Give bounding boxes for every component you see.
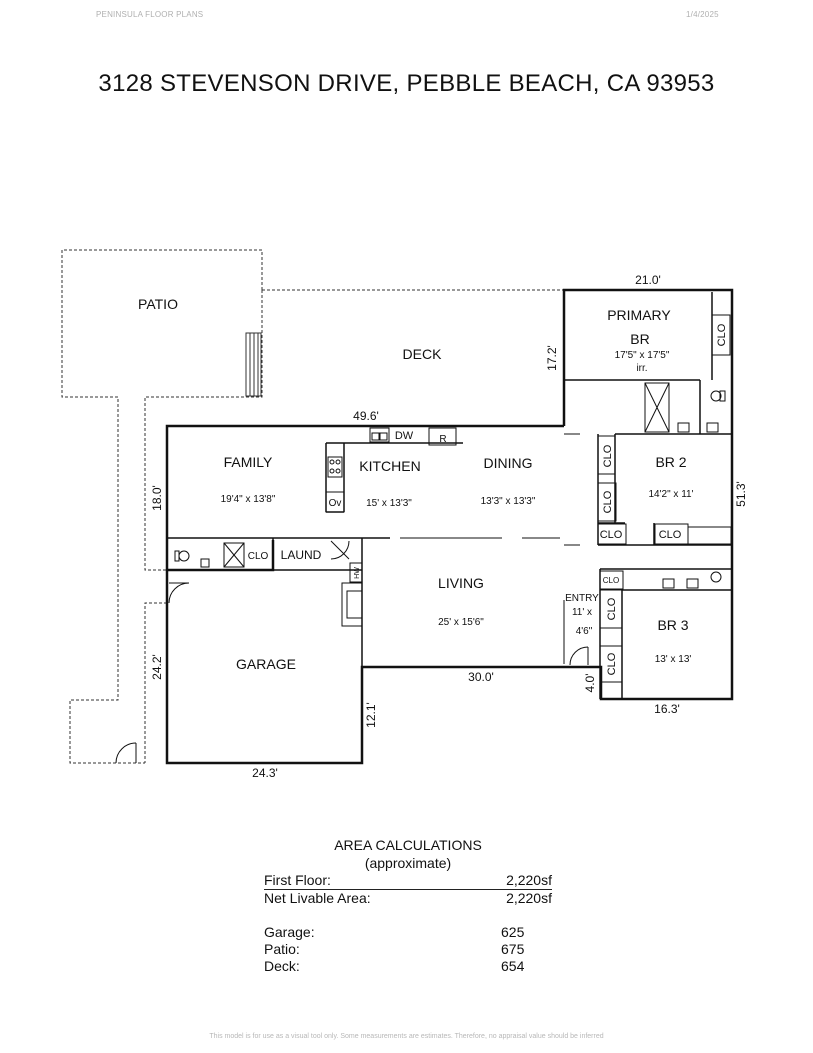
patio-outline	[61, 249, 263, 764]
area-value: 2,220sf	[506, 890, 552, 906]
closet-laundry: CLO	[248, 551, 269, 562]
room-laund: LAUND	[281, 548, 322, 562]
sink	[662, 578, 675, 589]
openings	[400, 433, 580, 664]
fireplace	[341, 582, 363, 627]
bathtub	[687, 526, 732, 545]
patio-inner-outline	[144, 290, 263, 571]
closet-boxes	[597, 314, 731, 683]
refrigerator	[428, 427, 457, 446]
patio-steps	[245, 332, 262, 397]
area-value: 654	[501, 958, 525, 974]
sink	[200, 558, 210, 568]
door-swings	[115, 540, 589, 764]
sink	[706, 422, 719, 433]
room-patio: PATIO	[138, 296, 178, 312]
area-value: 675	[501, 941, 525, 957]
room-primary: PRIMARY	[607, 307, 671, 323]
closet-br3-b: CLO	[606, 597, 618, 620]
room-primary-dim: 17'5" x 17'5"	[615, 350, 670, 361]
property-address-title: 3128 STEVENSON DRIVE, PEBBLE BEACH, CA 9…	[98, 70, 715, 97]
dim-24-3: 24.3'	[252, 766, 278, 780]
area-label: Garage:	[264, 924, 315, 940]
area-label: Net Livable Area:	[264, 890, 371, 906]
disclaimer: This model is for use as a visual tool o…	[209, 1033, 604, 1040]
room-dining: DINING	[484, 455, 533, 471]
room-br3-dim: 13' x 13'	[655, 654, 692, 665]
room-deck: DECK	[403, 346, 443, 362]
area-row-garage: Garage: 625	[264, 924, 552, 941]
room-br3: BR 3	[657, 617, 688, 633]
toilet	[178, 550, 190, 562]
closet-br2-a: CLO	[602, 444, 614, 467]
company-name: PENINSULA FLOOR PLANS	[96, 10, 204, 19]
closet-bath: CLO	[659, 529, 682, 541]
dim-30-0: 30.0'	[468, 670, 494, 684]
room-family-dim: 19'4" x 13'8"	[221, 494, 276, 505]
water-heater	[349, 562, 363, 583]
fixture-labels: DW R Ov HW CLO CLO CLO CLO CLO CLO CLO C…	[248, 323, 728, 675]
area-row-patio: Patio: 675	[264, 941, 552, 958]
room-garage: GARAGE	[236, 656, 296, 672]
room-primary-irr: irr.	[636, 363, 647, 374]
outdoor-outlines	[61, 249, 564, 764]
area-label: First Floor:	[264, 872, 331, 888]
sink	[686, 578, 699, 589]
room-br2-dim: 14'2" x 11'	[649, 489, 694, 500]
closet-primary: CLO	[716, 323, 728, 346]
label-dw: DW	[395, 430, 414, 442]
label-hw: HW	[354, 567, 361, 579]
label-ov: Ov	[329, 498, 342, 509]
toilet	[710, 390, 722, 402]
area-row-deck: Deck: 654	[264, 958, 552, 975]
area-value: 2,220sf	[506, 872, 552, 888]
room-entry-dim-2: 4'6"	[576, 626, 593, 637]
dim-49-6: 49.6'	[353, 409, 379, 423]
closet-br2-c: CLO	[600, 529, 623, 541]
room-entry-dim-1: 11' x	[572, 607, 592, 618]
kitchen-sink	[369, 427, 390, 443]
fixtures	[174, 382, 732, 627]
room-dining-dim: 13'3" x 13'3"	[481, 496, 536, 507]
area-label: Deck:	[264, 958, 300, 974]
room-labels: PATIO DECK PRIMARY BR 17'5" x 17'5" irr.…	[138, 296, 694, 672]
plan-date: 1/4/2025	[686, 10, 719, 19]
laundry-washer	[223, 542, 245, 568]
sink	[677, 422, 690, 433]
room-family: FAMILY	[224, 454, 273, 470]
dim-4-0: 4.0'	[583, 674, 597, 693]
area-value: 625	[501, 924, 525, 940]
dim-17-2: 17.2'	[545, 345, 559, 371]
room-entry: ENTRY	[565, 593, 599, 604]
room-living: LIVING	[438, 575, 484, 591]
dim-24-2: 24.2'	[150, 654, 164, 680]
dim-18-0: 18.0'	[150, 485, 164, 511]
area-subtitle: (approximate)	[364, 855, 452, 871]
shower	[644, 382, 670, 433]
label-r: R	[439, 434, 446, 445]
dim-12-1: 12.1'	[364, 702, 378, 728]
cooktop	[327, 456, 343, 478]
dim-16-3: 16.3'	[654, 702, 680, 716]
closet-br2-b: CLO	[602, 490, 614, 513]
patio-lower-outline	[144, 602, 167, 763]
dimension-labels: 21.0' 17.2' 49.6' 18.0' 51.3' 24.2' 30.0…	[150, 273, 748, 780]
room-primary-br: BR	[630, 331, 649, 347]
area-row-first-floor: First Floor: 2,220sf	[264, 872, 552, 890]
room-kitchen-dim: 15' x 13'3"	[366, 498, 412, 509]
area-label: Patio:	[264, 941, 300, 957]
dim-51-3: 51.3'	[734, 481, 748, 507]
toilet	[710, 571, 722, 583]
room-br2: BR 2	[655, 454, 686, 470]
oven	[325, 491, 345, 513]
closet-br3-a: CLO	[603, 576, 619, 585]
dim-21-0: 21.0'	[635, 273, 661, 287]
area-title: AREA CALCULATIONS	[334, 837, 482, 853]
area-row-net: Net Livable Area: 2,220sf	[264, 890, 552, 907]
room-living-dim: 25' x 15'6"	[438, 617, 484, 628]
room-kitchen: KITCHEN	[359, 458, 420, 474]
closet-br3-c: CLO	[606, 652, 618, 675]
area-calculations: AREA CALCULATIONS (approximate) First Fl…	[264, 836, 552, 975]
